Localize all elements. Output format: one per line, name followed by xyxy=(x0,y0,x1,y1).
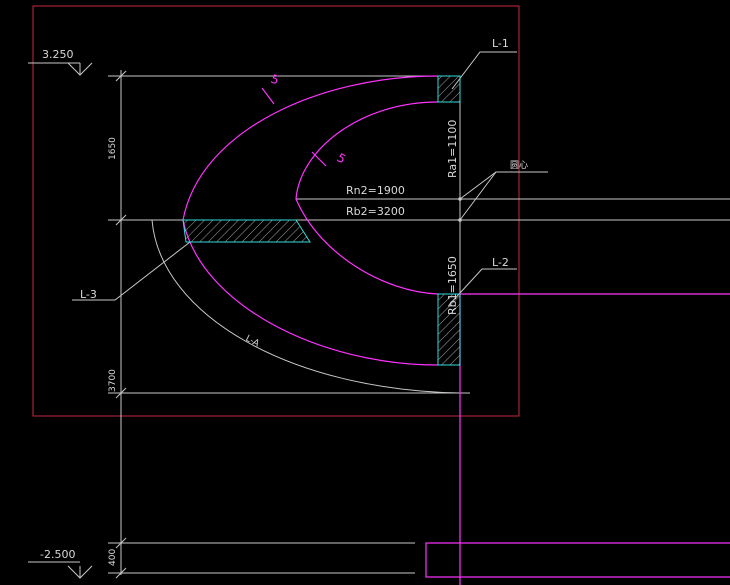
triangle-elevation-icon xyxy=(67,62,93,579)
label-rb2: Rb2=3200 xyxy=(346,205,405,218)
label-rb1: Rb1=1650 xyxy=(446,256,459,315)
label-l2: L-2 xyxy=(492,256,509,269)
elevation-top-label: 3.250 xyxy=(42,48,74,61)
dim-400: 400 xyxy=(108,549,118,566)
elevation-bottom-label: -2.500 xyxy=(40,548,75,561)
label-l1: L-1 xyxy=(492,37,509,50)
label-ra1: Ra1=1100 xyxy=(446,120,459,178)
center-points xyxy=(458,197,462,222)
label-center: 圆心 xyxy=(510,160,528,171)
frame-rect xyxy=(32,5,520,417)
label-la: L-A xyxy=(244,334,262,350)
dimension-lines xyxy=(28,51,730,579)
dim-3700: 3700 xyxy=(108,369,118,392)
tag-outer: 5 xyxy=(269,72,281,88)
tag-inner: 5 xyxy=(335,150,349,166)
label-l3: L-3 xyxy=(80,288,97,301)
dim-1650: 1650 xyxy=(108,137,118,160)
label-rn2: Rn2=1900 xyxy=(346,184,405,197)
hatched-sections xyxy=(182,75,461,366)
